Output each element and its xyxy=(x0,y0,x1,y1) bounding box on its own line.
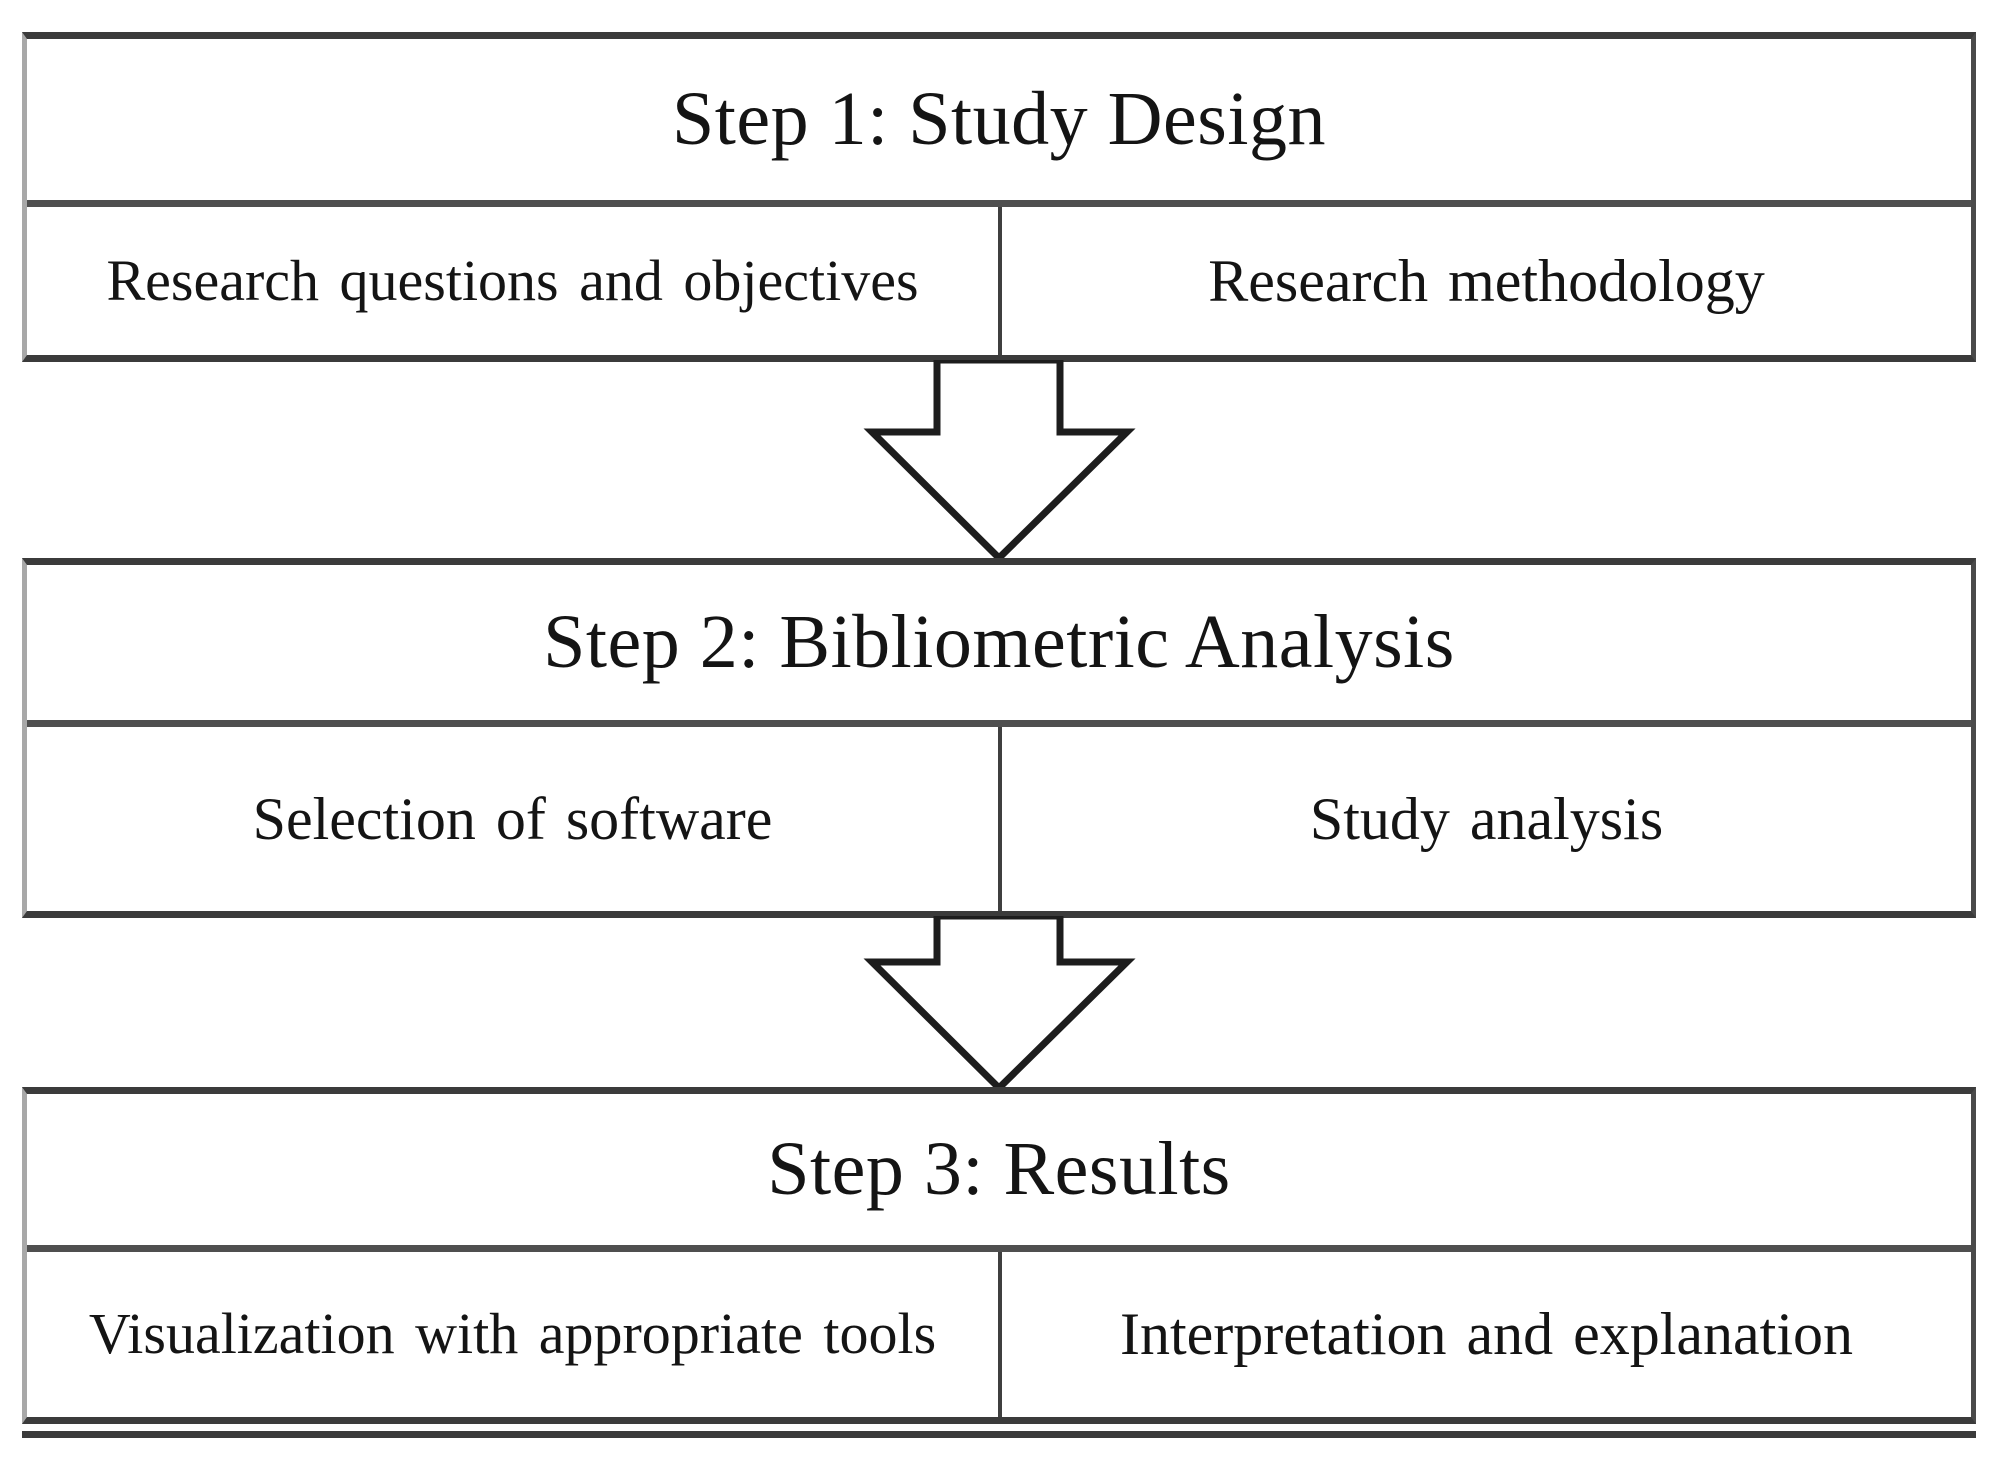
figure-bottom-rule xyxy=(22,1431,1976,1438)
step-3-box: Step 3: Results Visualization with appro… xyxy=(22,1087,1976,1424)
step-3-cell-visualization-tools-label: Visualization with appropriate tools xyxy=(88,1301,937,1367)
step-3-cell-interpretation-explanation: Interpretation and explanation xyxy=(1002,1252,1971,1417)
step-1-subrow: Research questions and objectives Resear… xyxy=(27,207,1971,355)
step-1-cell-research-methodology-label: Research methodology xyxy=(1208,247,1765,314)
step-3-cell-visualization-tools: Visualization with appropriate tools xyxy=(27,1252,1002,1417)
step-1-cell-research-methodology: Research methodology xyxy=(1002,207,1971,355)
step-2-subrow: Selection of software Study analysis xyxy=(27,727,1971,911)
arrow-step1-to-step2-svg xyxy=(863,360,1136,562)
step-3-subrow: Visualization with appropriate tools Int… xyxy=(27,1252,1971,1417)
step-2-box: Step 2: Bibliometric Analysis Selection … xyxy=(22,558,1976,918)
step-1-title: Step 1: Study Design xyxy=(672,76,1326,161)
step-2-cell-selection-of-software-label: Selection of software xyxy=(252,785,773,852)
step-3-title: Step 3: Results xyxy=(767,1126,1231,1211)
step-2-cell-study-analysis: Study analysis xyxy=(1002,727,1971,911)
step-2-title: Step 2: Bibliometric Analysis xyxy=(543,599,1455,684)
step-2-cell-selection-of-software: Selection of software xyxy=(27,727,1002,911)
step-1-header: Step 1: Study Design xyxy=(27,39,1971,207)
step-2-cell-study-analysis-label: Study analysis xyxy=(1309,785,1664,852)
arrow-step2-to-step3-svg xyxy=(863,916,1136,1092)
step-1-box: Step 1: Study Design Research questions … xyxy=(22,32,1976,362)
step-1-cell-research-questions: Research questions and objectives xyxy=(27,207,1002,355)
step-2-header: Step 2: Bibliometric Analysis xyxy=(27,565,1971,727)
step-3-cell-interpretation-explanation-label: Interpretation and explanation xyxy=(1119,1301,1854,1368)
step-3-header: Step 3: Results xyxy=(27,1094,1971,1252)
down-arrow-icon xyxy=(863,360,1136,562)
arrow-step1-to-step2 xyxy=(0,360,2011,562)
down-arrow-icon xyxy=(863,916,1136,1092)
step-1-cell-research-questions-label: Research questions and objectives xyxy=(106,247,919,313)
arrow-step2-to-step3 xyxy=(0,916,2011,1092)
